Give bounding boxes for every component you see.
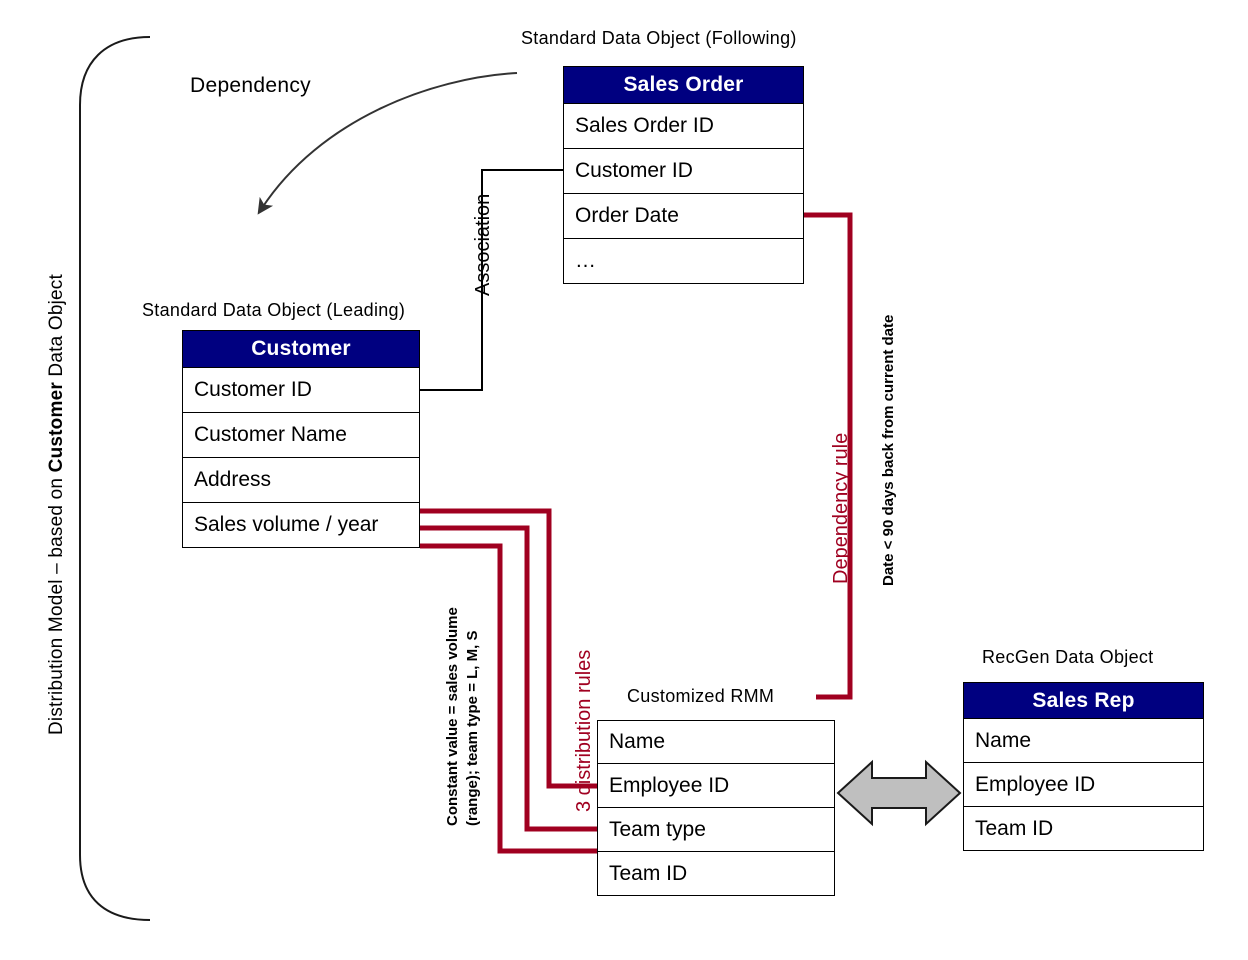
label-distribution-detail-line1: Constant value = sales volume <box>444 607 461 826</box>
caption-standard-following: Standard Data Object (Following) <box>521 28 797 48</box>
side-title: Distribution Model – based on Customer D… <box>46 274 68 735</box>
entity-customer-title: Customer <box>182 330 420 368</box>
entity-sales-rep-field-0[interactable]: Name <box>963 719 1204 763</box>
entity-customer[interactable]: Customer Customer ID Customer Name Addre… <box>182 330 420 548</box>
entity-sales-order-field-1[interactable]: Customer ID <box>563 149 804 194</box>
caption-recgen: RecGen Data Object <box>982 647 1154 667</box>
entity-customer-field-3[interactable]: Sales volume / year <box>182 503 420 548</box>
side-title-bold: Customer <box>46 382 67 473</box>
entity-customer-field-1[interactable]: Customer Name <box>182 413 420 458</box>
entity-customized-rmm[interactable]: Name Employee ID Team type Team ID <box>597 720 835 896</box>
scope-bracket <box>79 36 151 921</box>
caption-customized-rmm: Customized RMM <box>627 686 775 706</box>
entity-customized-rmm-field-2[interactable]: Team type <box>597 808 835 852</box>
entity-sales-rep-field-1[interactable]: Employee ID <box>963 763 1204 807</box>
entity-sales-order-field-2[interactable]: Order Date <box>563 194 804 239</box>
entity-customer-field-0[interactable]: Customer ID <box>182 368 420 413</box>
entity-customized-rmm-field-3[interactable]: Team ID <box>597 852 835 896</box>
entity-sales-rep-field-2[interactable]: Team ID <box>963 807 1204 851</box>
entity-sales-rep-title: Sales Rep <box>963 682 1204 719</box>
label-association: Association <box>472 193 494 296</box>
side-title-suffix: Data Object <box>46 274 67 383</box>
label-dependency-rule-detail: Date < 90 days back from current date <box>880 314 897 586</box>
entity-customized-rmm-field-1[interactable]: Employee ID <box>597 764 835 808</box>
bidirectional-arrow <box>836 759 962 827</box>
entity-sales-order[interactable]: Sales Order Sales Order ID Customer ID O… <box>563 66 804 284</box>
label-distribution-detail-line2: (range); team type = L, M, S <box>464 630 481 826</box>
label-dependency-rule: Dependency rule <box>830 432 852 584</box>
entity-customer-field-2[interactable]: Address <box>182 458 420 503</box>
side-title-prefix: Distribution Model – based on <box>46 472 67 735</box>
entity-sales-order-title: Sales Order <box>563 66 804 104</box>
caption-dependency: Dependency <box>190 74 311 97</box>
entity-customized-rmm-field-0[interactable]: Name <box>597 720 835 764</box>
entity-sales-order-field-3[interactable]: … <box>563 239 804 284</box>
entity-sales-rep[interactable]: Sales Rep Name Employee ID Team ID <box>963 682 1204 851</box>
label-distribution-rules: 3 distribution rules <box>573 649 595 812</box>
label-distribution-detail: Constant value = sales volume (range); t… <box>443 607 483 826</box>
caption-standard-leading: Standard Data Object (Leading) <box>142 300 406 320</box>
entity-sales-order-field-0[interactable]: Sales Order ID <box>563 104 804 149</box>
